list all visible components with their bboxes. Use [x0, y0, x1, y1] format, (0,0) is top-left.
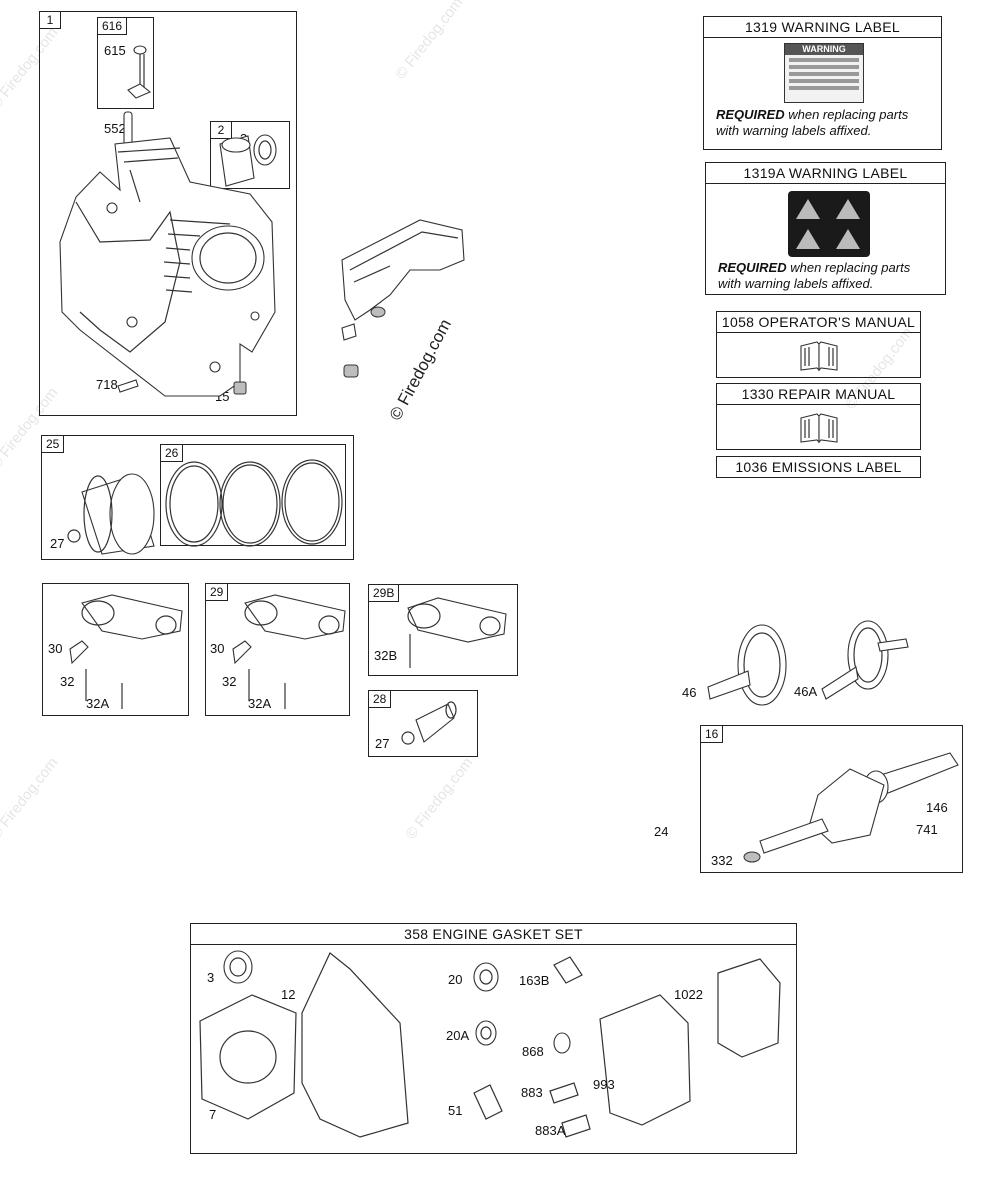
- air-guide-drawing: [341, 219, 465, 378]
- group-2-sleeve: 2: [210, 121, 290, 189]
- part-label: 868: [522, 1044, 544, 1059]
- group-tag: 26: [160, 444, 184, 462]
- part-label: 1022: [674, 987, 703, 1002]
- group-tag: 616: [97, 17, 128, 35]
- part-label: 30: [48, 641, 63, 656]
- cylinder-block-drawing: [59, 45, 277, 397]
- book-icon: [800, 413, 838, 444]
- group-tag: 16: [700, 725, 724, 743]
- required-note: REQUIRED when replacing parts with warni…: [716, 107, 908, 139]
- book-icon: [800, 341, 838, 372]
- label-title: 1330 REPAIR MANUAL: [717, 384, 920, 405]
- part-label: 27: [50, 536, 65, 551]
- group-1-cylinder-block: 1 616 2: [39, 11, 297, 416]
- part-label: 7: [209, 1107, 217, 1122]
- part-label: 20: [448, 972, 463, 987]
- part-label: 615: [104, 43, 126, 58]
- group-tag: 28: [368, 690, 392, 708]
- rod-29-drawing: [232, 594, 346, 709]
- part-label: 993: [593, 1077, 615, 1092]
- part-label: 163B: [519, 973, 550, 988]
- label-title: 1319A WARNING LABEL: [706, 163, 945, 184]
- label-title: 1036 EMISSIONS LABEL: [735, 459, 902, 475]
- camshaft-drawing: [707, 620, 909, 706]
- label-title: 1058 OPERATOR'S MANUAL: [717, 312, 920, 333]
- part-label: 30: [210, 641, 225, 656]
- warning-sticker: WARNING: [784, 43, 864, 103]
- crankshaft-drawing: [743, 752, 959, 863]
- part-label: 12: [281, 987, 296, 1002]
- required-text: when replacing parts: [786, 260, 911, 275]
- required-text: with warning labels affixed.: [716, 123, 872, 138]
- part-label: 332: [711, 853, 733, 868]
- part-label: 24: [654, 824, 669, 839]
- group-28-pin: 28: [368, 690, 478, 757]
- part-label: 20A: [446, 1028, 470, 1043]
- part-label: 718: [96, 377, 118, 392]
- part-label: 32: [222, 674, 237, 689]
- part-label: 32A: [86, 696, 110, 711]
- manual-1330: 1330 REPAIR MANUAL: [716, 383, 921, 450]
- piston-drawing: [67, 459, 343, 555]
- group-tag: 25: [41, 435, 65, 453]
- gasket-set-title: 358 ENGINE GASKET SET: [191, 924, 796, 945]
- label-title: 1319 WARNING LABEL: [704, 17, 941, 38]
- manual-1058: 1058 OPERATOR'S MANUAL: [716, 311, 921, 378]
- required-text: when replacing parts: [784, 107, 909, 122]
- part-label: 27: [375, 736, 390, 751]
- group-tag: 1: [39, 11, 61, 29]
- group-29-rod: 29: [205, 583, 350, 716]
- part-label: 32: [60, 674, 75, 689]
- group-616-valve: 616: [97, 17, 154, 109]
- part-label: 46A: [794, 684, 818, 699]
- group-tag: 29: [205, 583, 229, 601]
- watermark: © Firedog.com: [0, 754, 62, 843]
- rod-29b-drawing: [407, 597, 507, 668]
- gasket-set-drawing: [199, 950, 781, 1138]
- group-29b-rod: 29B: [368, 584, 518, 676]
- part-label: 32B: [374, 648, 398, 663]
- hazard-icons: [788, 191, 870, 257]
- group-16-crankshaft: 16: [700, 725, 963, 873]
- required-word: REQUIRED: [716, 107, 785, 122]
- required-note: REQUIRED when replacing parts with warni…: [718, 260, 910, 292]
- part-label: 32A: [248, 696, 272, 711]
- required-word: REQUIRED: [718, 260, 787, 275]
- part-label: 552: [104, 121, 126, 136]
- watermark: © Firedog.com: [402, 754, 477, 843]
- sticker-heading: WARNING: [785, 44, 863, 55]
- group-tag: 29B: [368, 584, 400, 602]
- rod-drawing: [69, 594, 183, 709]
- part-label: 46: [682, 685, 697, 700]
- part-label: 3: [207, 970, 215, 985]
- warning-label-1319a: 1319A WARNING LABEL REQUIRED when replac…: [705, 162, 946, 295]
- emissions-label-1036: 1036 EMISSIONS LABEL: [716, 456, 921, 478]
- part-label: 146: [926, 800, 948, 815]
- required-text: with warning labels affixed.: [718, 276, 874, 291]
- watermark: © Firedog.com: [392, 0, 467, 83]
- part-label: 741: [916, 822, 938, 837]
- gasket-set-358: 358 ENGINE GASKET SET: [190, 923, 797, 1154]
- part-label: 883: [521, 1085, 543, 1100]
- group-rod: [42, 583, 189, 716]
- part-label: 883A: [535, 1123, 566, 1138]
- piston-pin-drawing: [401, 701, 457, 745]
- part-label: 51: [448, 1103, 463, 1118]
- group-tag: 2: [210, 121, 232, 139]
- warning-label-1319: 1319 WARNING LABEL WARNING REQUIRED when…: [703, 16, 942, 150]
